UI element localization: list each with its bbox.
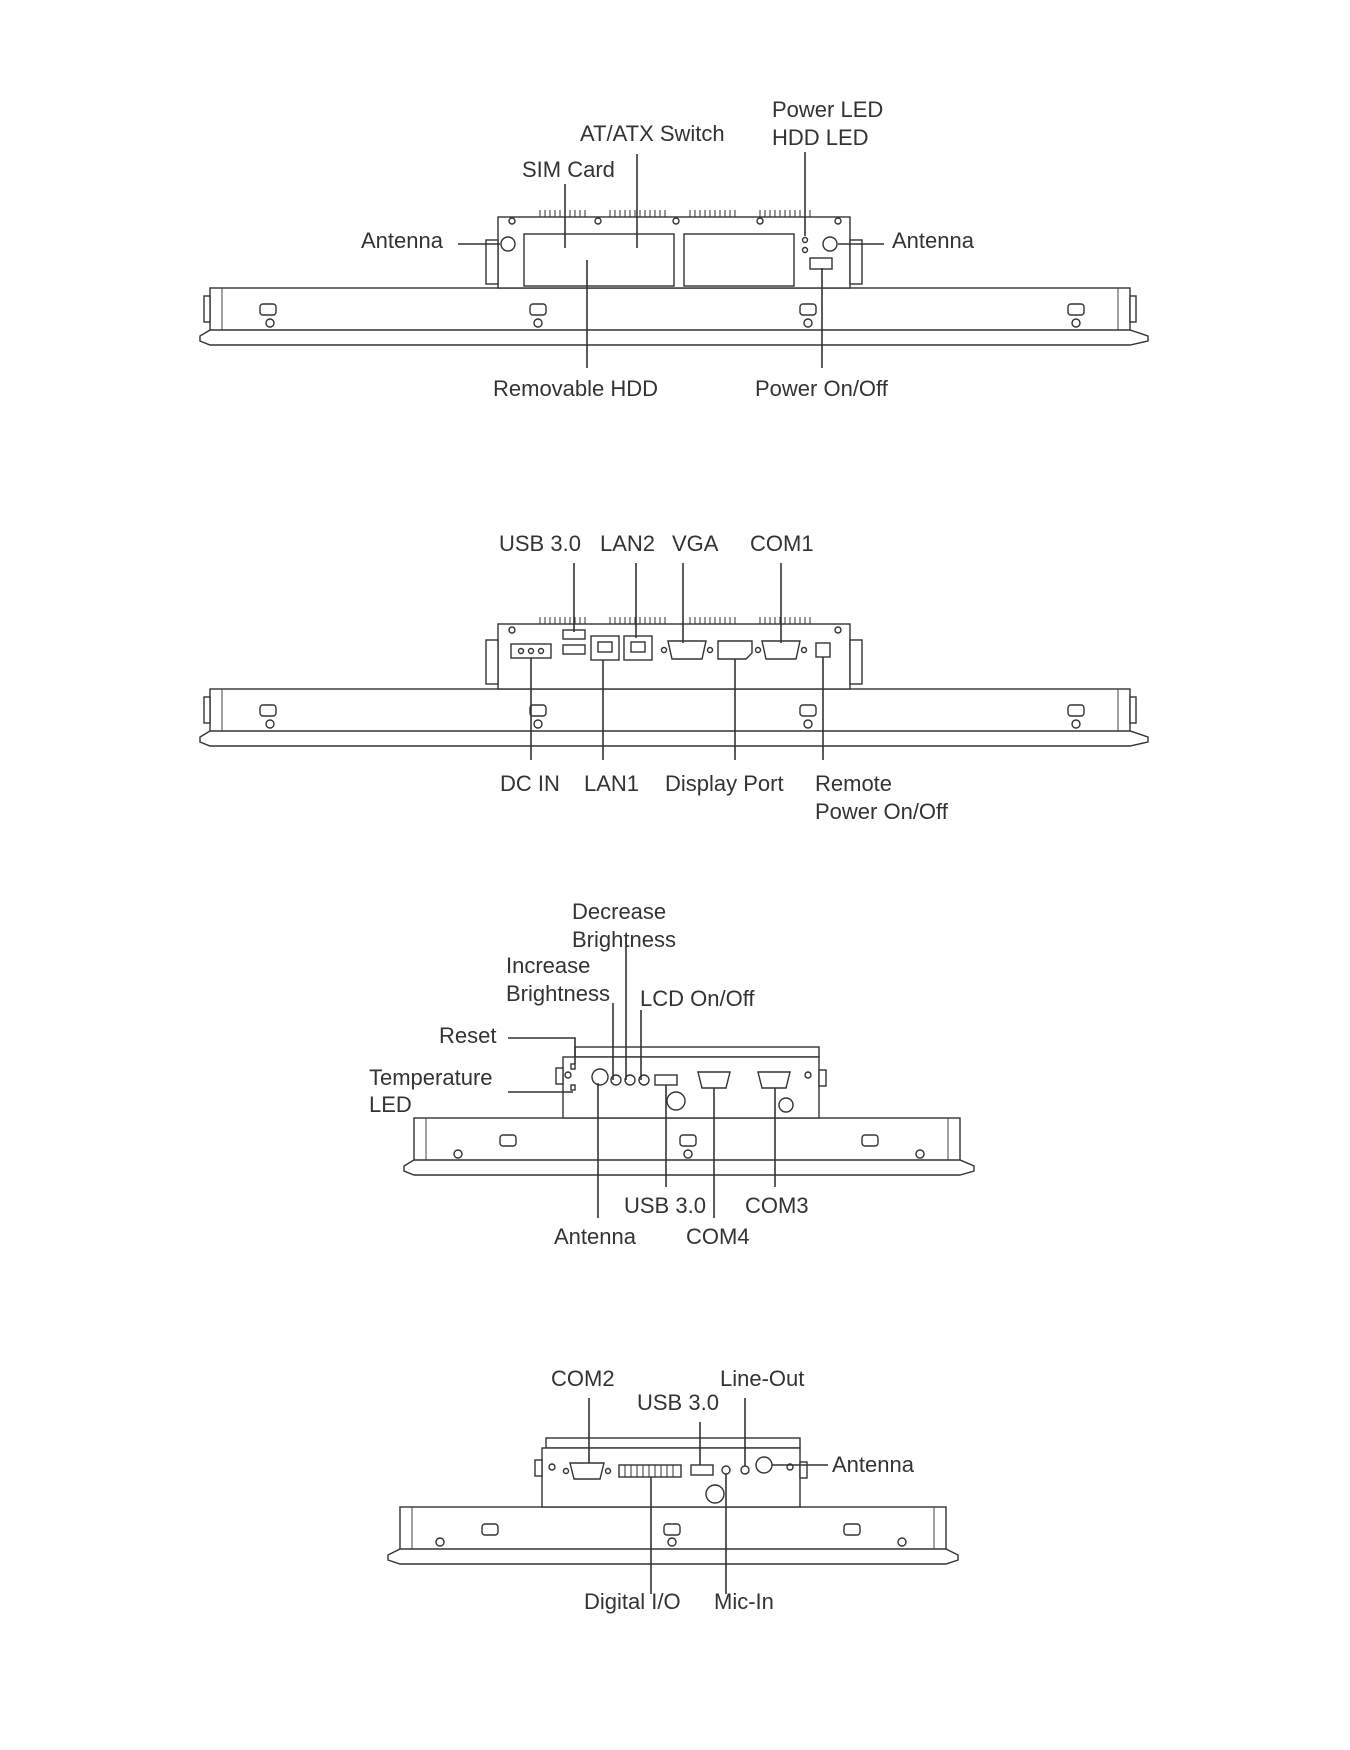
label-lan1: LAN1: [584, 771, 639, 796]
label-com4: COM4: [686, 1224, 750, 1249]
top-view: Power LED HDD LED AT/ATX Switch SIM Card…: [199, 97, 1149, 401]
label-antenna: Antenna: [554, 1224, 637, 1249]
label-temperature-led-line2: LED: [369, 1092, 412, 1117]
label-com3: COM3: [745, 1193, 809, 1218]
panel-frame: [387, 1506, 959, 1565]
rear-io-view: USB 3.0 LAN2 VGA COM1 DC IN LAN1 Display…: [199, 531, 1149, 824]
label-display-port: Display Port: [665, 771, 784, 796]
label-vga: VGA: [672, 531, 719, 556]
top-housing: [485, 210, 863, 289]
label-antenna: Antenna: [832, 1452, 915, 1477]
com4-port: [697, 1071, 731, 1089]
left-leader-lines: [508, 946, 776, 1218]
speaker-grille: [705, 1484, 725, 1504]
rear-housing: [485, 617, 863, 690]
rear-leader-lines: [530, 563, 824, 760]
label-lcd-onoff: LCD On/Off: [640, 986, 755, 1011]
com1-port: [761, 640, 801, 660]
removable-hdd-cover: [523, 233, 675, 287]
label-usb30: USB 3.0: [624, 1193, 706, 1218]
panel-frame: [199, 688, 1149, 747]
label-decrease-brightness-line2: Brightness: [572, 927, 676, 952]
usb30-port: [690, 1464, 714, 1476]
remote-power-connector: [815, 642, 831, 658]
dc-in-connector: [510, 643, 552, 659]
line-out-jack: [740, 1465, 750, 1475]
label-antenna-right: Antenna: [892, 228, 975, 253]
left-housing: [555, 1046, 827, 1119]
label-com1: COM1: [750, 531, 814, 556]
label-remote-power-line2: Power On/Off: [815, 799, 949, 824]
antenna-connector: [755, 1456, 773, 1474]
label-mic-in: Mic-In: [714, 1589, 774, 1614]
label-remote-power-line1: Remote: [815, 771, 892, 796]
com3-port: [757, 1071, 791, 1089]
label-at-atx-switch: AT/ATX Switch: [580, 121, 725, 146]
antenna-left-connector: [500, 236, 516, 252]
panel-frame: [403, 1117, 975, 1176]
reset-button: [570, 1063, 576, 1070]
temperature-led: [570, 1084, 576, 1091]
usb30-port: [654, 1074, 678, 1086]
label-power-led: Power LED: [772, 97, 883, 122]
label-decrease-brightness-line1: Decrease: [572, 899, 666, 924]
power-button: [809, 257, 833, 270]
label-increase-brightness-line1: Increase: [506, 953, 590, 978]
label-line-out: Line-Out: [720, 1366, 804, 1391]
label-lan2: LAN2: [600, 531, 655, 556]
label-dc-in: DC IN: [500, 771, 560, 796]
top-leader-lines: [458, 152, 884, 368]
power-led-indicator: [801, 236, 809, 244]
antenna-right-connector: [822, 236, 838, 252]
mic-in-jack: [721, 1465, 731, 1475]
left-side-view: Decrease Brightness Increase Brightness …: [369, 899, 975, 1249]
label-usb30: USB 3.0: [499, 531, 581, 556]
label-digital-io: Digital I/O: [584, 1589, 681, 1614]
speaker-grille: [666, 1091, 686, 1111]
label-hdd-led: HDD LED: [772, 125, 869, 150]
right-housing: [534, 1437, 808, 1508]
label-reset: Reset: [439, 1023, 496, 1048]
label-sim-card: SIM Card: [522, 157, 615, 182]
display-port: [717, 640, 753, 660]
label-com2: COM2: [551, 1366, 615, 1391]
hdd-led-indicator: [801, 246, 809, 254]
right-leader-lines: [588, 1398, 828, 1594]
right-side-view: COM2 USB 3.0 Line-Out Antenna Digital I/…: [387, 1366, 959, 1614]
antenna-connector: [591, 1068, 609, 1086]
panel-frame: [199, 287, 1149, 346]
label-usb30: USB 3.0: [637, 1390, 719, 1415]
usb30-port-bottom: [562, 644, 586, 655]
label-removable-hdd: Removable HDD: [493, 376, 658, 401]
digital-io-connector: [618, 1464, 682, 1478]
com2-port: [569, 1462, 605, 1480]
label-antenna-left: Antenna: [361, 228, 444, 253]
decrease-brightness-button: [624, 1074, 636, 1086]
vga-port: [667, 640, 707, 660]
label-temperature-led-line1: Temperature: [369, 1065, 493, 1090]
label-power-onoff: Power On/Off: [755, 376, 889, 401]
label-increase-brightness-line2: Brightness: [506, 981, 610, 1006]
